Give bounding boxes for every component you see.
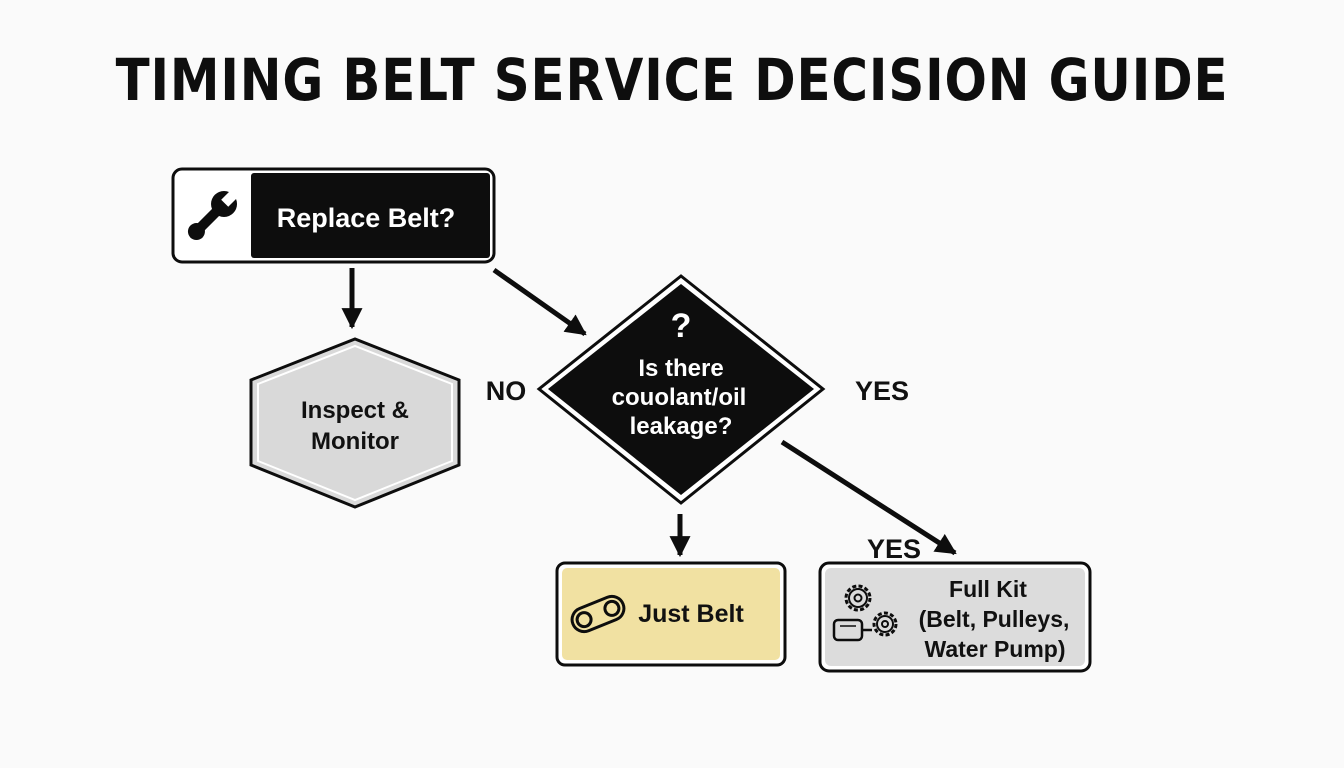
gears-pump-icon [832,584,898,642]
inspect-label-line1: Inspect & [301,397,409,424]
start-node: Replace Belt? [171,167,496,264]
decision-node: ? Is there couolant/oil leakage? [536,274,826,505]
full-kit-node: Full Kit (Belt, Pulleys, Water Pump) [818,561,1092,673]
wrench-icon [187,189,239,241]
edge-label-yes-lower: YES [867,534,921,564]
page-title: TIMING BELT SERVICE DECISION GUIDE [115,46,1229,114]
full-kit-label-line3: Water Pump) [925,636,1066,662]
full-kit-label-line2: (Belt, Pulleys, [919,606,1070,632]
edge-label-no: NO [486,376,527,406]
arrow-decision-to-full-kit [780,439,957,556]
inspect-label-line2: Monitor [311,428,399,455]
full-kit-label-line1: Full Kit [949,576,1027,602]
edge-label-yes-right: YES [855,376,909,406]
inspect-node: Inspect & Monitor [249,337,461,509]
start-label: Replace Belt? [277,203,456,233]
decision-label-line1: Is there [638,355,723,382]
just-belt-label: Just Belt [638,600,744,628]
decision-question-mark: ? [671,307,692,345]
decision-label-line2: couolant/oil [612,384,747,411]
decision-label-line3: leakage? [630,413,733,440]
just-belt-node: Just Belt [555,561,787,667]
arrow-start-to-decision [492,267,587,337]
belt-icon [570,594,626,634]
